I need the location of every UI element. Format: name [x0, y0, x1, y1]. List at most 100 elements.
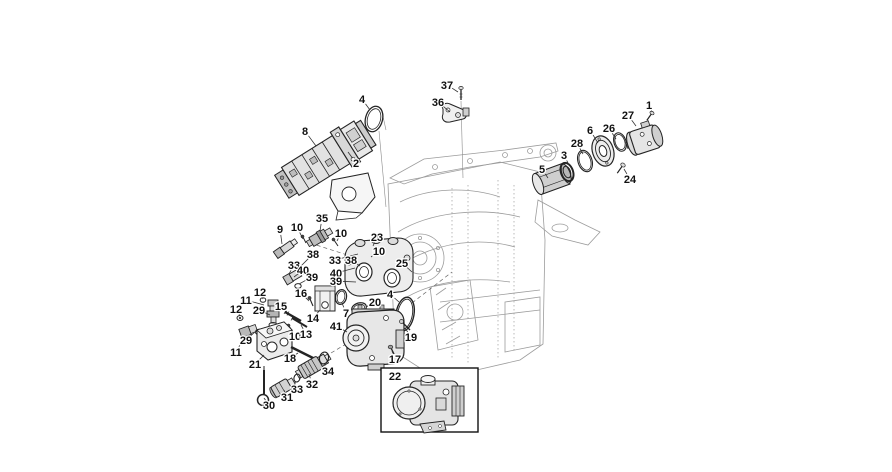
leader-line-15-32 — [284, 309, 288, 313]
part-callout-40-21[interactable]: 40 — [296, 264, 311, 279]
part-callout-10-18[interactable]: 10 — [372, 245, 387, 260]
part-callout-41-41[interactable]: 41 — [329, 320, 344, 335]
part-callout-38-24[interactable]: 38 — [344, 254, 359, 269]
part-callout-35-15[interactable]: 35 — [315, 212, 330, 227]
part-callout-17-46[interactable]: 17 — [388, 353, 403, 368]
leader-line-32-51 — [308, 373, 311, 379]
leader-line-33-23 — [340, 253, 359, 259]
part-callout-5-11[interactable]: 5 — [538, 163, 547, 178]
valve-block-14 — [314, 285, 336, 312]
leader-line-20-43 — [365, 304, 370, 308]
leader-line-9-13 — [280, 234, 283, 245]
part-callout-15-32[interactable]: 15 — [274, 300, 289, 315]
part-callout-23-17[interactable]: 23 — [370, 231, 385, 246]
part-callout-25-27[interactable]: 25 — [395, 257, 410, 272]
part-callout-39-26[interactable]: 39 — [329, 275, 344, 290]
part-callout-3-10[interactable]: 3 — [560, 149, 569, 164]
part-callout-4-44[interactable]: 4 — [386, 288, 396, 303]
part-callout-33-20[interactable]: 33 — [287, 259, 302, 274]
leader-line-29-31 — [264, 312, 271, 316]
part-callout-31-49[interactable]: 31 — [280, 391, 295, 406]
ring-33-bottom — [293, 373, 301, 383]
part-callout-13-38[interactable]: 13 — [299, 328, 314, 343]
part-callout-26-7[interactable]: 26 — [602, 122, 617, 137]
leader-line-10-18 — [370, 254, 375, 258]
leader-line-4-1 — [365, 103, 371, 111]
part-callout-29-34[interactable]: 29 — [239, 334, 254, 349]
part-callout-6-8[interactable]: 6 — [586, 124, 595, 139]
leader-line-29-34 — [250, 331, 256, 337]
leader-line-19-45 — [404, 327, 409, 333]
part-callout-1-5[interactable]: 1 — [645, 99, 654, 114]
part-callout-14-36[interactable]: 14 — [306, 312, 322, 327]
part-callout-28-9[interactable]: 28 — [570, 137, 585, 152]
leader-line-10-37 — [290, 329, 293, 332]
part-callout-10-37[interactable]: 10 — [288, 330, 303, 345]
clamp-36 — [441, 102, 470, 123]
leader-line-4-44 — [394, 297, 400, 303]
seal-ring-3 — [559, 161, 575, 183]
screw-37 — [458, 86, 464, 100]
part-callout-29-31[interactable]: 29 — [252, 304, 267, 319]
elbow-fitting-left-group — [282, 266, 307, 286]
part-callout-36-4[interactable]: 36 — [431, 96, 446, 111]
part-callout-11-35[interactable]: 11 — [229, 346, 243, 361]
part-callout-20-43[interactable]: 20 — [368, 296, 383, 311]
part-callout-27-6[interactable]: 27 — [621, 109, 636, 124]
screw-16 — [307, 296, 314, 307]
part-callout-24-12[interactable]: 24 — [623, 173, 639, 188]
part-callout-9-13[interactable]: 9 — [276, 223, 285, 238]
plug-17 — [387, 344, 395, 355]
manifold-block-21 — [256, 321, 293, 361]
part-callout-10-16[interactable]: 10 — [334, 227, 349, 242]
part-callout-22-52[interactable]: 22 — [388, 370, 403, 385]
leader-line-35-15 — [319, 223, 322, 232]
part-callout-32-51[interactable]: 32 — [305, 378, 320, 393]
part-callout-30-48[interactable]: 30 — [262, 399, 277, 414]
manifold-head — [344, 236, 414, 297]
part-callout-7-42[interactable]: 7 — [342, 307, 351, 322]
leader-line-37-3 — [451, 87, 459, 93]
part-callout-38-19[interactable]: 38 — [306, 248, 321, 263]
leader-line-33-20 — [288, 270, 292, 275]
part-callout-33-23[interactable]: 33 — [328, 254, 343, 269]
part-callout-4-1[interactable]: 4 — [358, 93, 368, 108]
leader-line-27-6 — [631, 119, 637, 127]
part-callout-40-25[interactable]: 40 — [329, 267, 344, 282]
leader-line-6-8 — [592, 134, 599, 144]
part-callout-33-50[interactable]: 33 — [290, 383, 305, 398]
leader-line-10-14 — [299, 232, 304, 240]
part-callout-18-40[interactable]: 18 — [283, 352, 298, 367]
part-callout-16-28[interactable]: 16 — [294, 287, 309, 302]
part-callout-11-30[interactable]: 11 — [239, 294, 253, 309]
leader-line-8-0 — [308, 135, 317, 147]
leader-line-24-12 — [623, 168, 628, 175]
pump-22 — [392, 375, 465, 434]
adapter-flange-6 — [591, 135, 615, 167]
leader-line-39-22 — [298, 279, 307, 285]
part-callout-12-33[interactable]: 12 — [229, 303, 244, 318]
hydraulic-pump-8 — [273, 119, 377, 199]
part-callout-8-0[interactable]: 8 — [301, 125, 310, 140]
leader-line-25-27 — [406, 266, 413, 273]
part-callout-37-3[interactable]: 37 — [440, 79, 455, 94]
leader-line-13-38 — [300, 324, 304, 329]
leader-line-2-2 — [347, 151, 353, 159]
part-callout-10-14[interactable]: 10 — [290, 221, 305, 236]
ring-12-left — [236, 315, 244, 321]
part-callout-34-47[interactable]: 34 — [321, 365, 337, 380]
leader-line-31-49 — [283, 389, 285, 392]
leader-line-17-46 — [391, 350, 394, 354]
part-callout-21-39[interactable]: 21 — [248, 358, 263, 373]
pin-30 — [256, 366, 270, 407]
part-callout-19-45[interactable]: 19 — [404, 331, 419, 346]
part-callout-2-2[interactable]: 2 — [352, 157, 361, 172]
coupling-5 — [531, 162, 572, 196]
leader-line-5-11 — [544, 173, 549, 179]
part-callout-39-22[interactable]: 39 — [305, 271, 320, 286]
o-ring-26 — [613, 132, 627, 152]
o-ring-4-top — [364, 105, 384, 133]
part-callout-12-29[interactable]: 12 — [253, 286, 268, 301]
